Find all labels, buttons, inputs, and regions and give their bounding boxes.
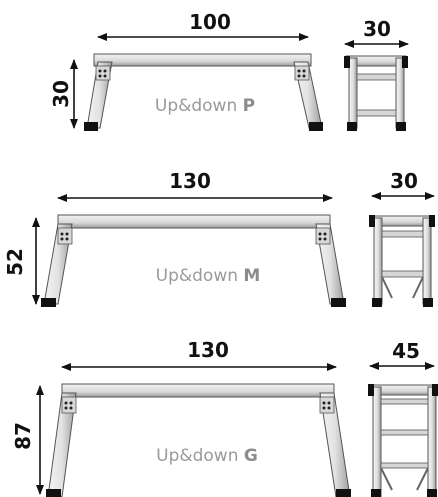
model-p-name-text: Up&down xyxy=(155,96,237,116)
model-p-width-label: 30 xyxy=(363,17,391,41)
model-m-side-view xyxy=(41,214,346,307)
model-p-end-view xyxy=(344,55,408,131)
model-p-group: 100 30 Up&down P 30 xyxy=(49,10,409,131)
model-m-foot-left xyxy=(41,298,56,307)
model-m-letter: M xyxy=(243,266,260,286)
model-g-length-label: 130 xyxy=(187,338,229,362)
model-g-name-text: Up&down xyxy=(156,446,238,466)
model-p-name: Up&down P xyxy=(155,96,255,116)
model-g-end-view xyxy=(368,384,438,497)
model-p-side-view xyxy=(84,53,323,131)
model-p-foot-right xyxy=(309,122,323,131)
model-g-foot-left xyxy=(46,489,61,497)
model-g-height-label: 87 xyxy=(11,422,35,450)
model-p-height-label: 30 xyxy=(49,80,73,108)
model-m-group: 130 52 Up&down M 30 xyxy=(3,169,435,307)
model-p-length-label: 100 xyxy=(189,10,231,34)
model-g-letter: G xyxy=(244,446,258,466)
model-m-length-label: 130 xyxy=(169,169,211,193)
model-m-name-text: Up&down xyxy=(156,266,238,286)
model-m-end-view xyxy=(369,215,435,307)
model-g-width-label: 45 xyxy=(392,339,420,363)
model-g-name: Up&down G xyxy=(156,446,258,466)
model-g-side-view xyxy=(46,383,351,497)
model-m-foot-right xyxy=(331,298,346,307)
model-m-name: Up&down M xyxy=(156,266,261,286)
model-p-letter: P xyxy=(243,96,255,116)
model-m-height-label: 52 xyxy=(3,248,27,276)
model-g-group: 130 87 Up&down G 45 xyxy=(11,338,438,497)
model-m-width-label: 30 xyxy=(390,169,418,193)
model-p-foot-left xyxy=(84,122,98,131)
model-g-foot-right xyxy=(336,489,351,497)
